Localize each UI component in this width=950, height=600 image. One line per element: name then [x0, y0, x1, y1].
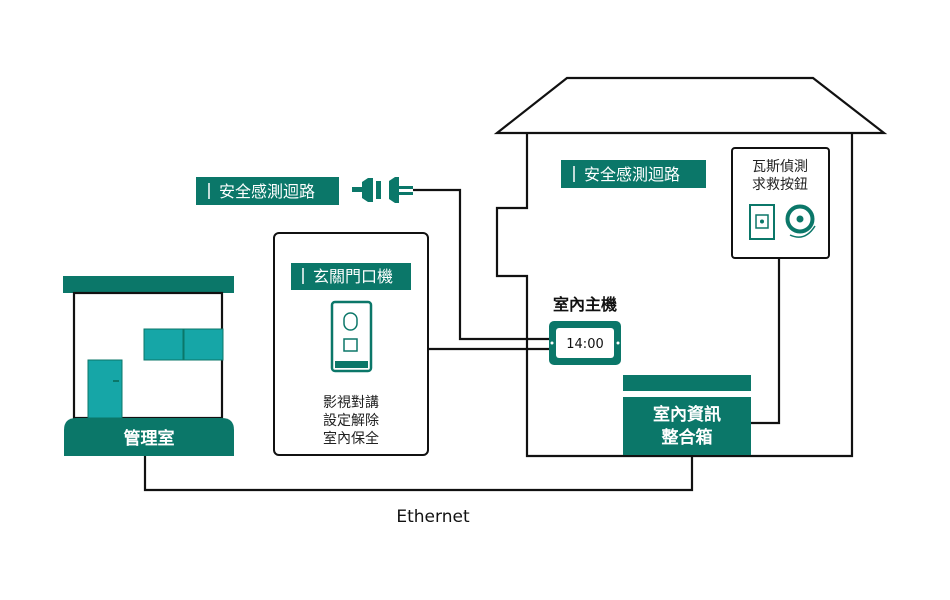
- ethernet-label: Ethernet: [396, 507, 470, 527]
- safety-circuit-left-label: 安全感測迴路: [219, 182, 315, 201]
- door-station-icon: [330, 300, 373, 373]
- indoor-host-dot-left: [550, 341, 554, 345]
- info-box-cap: [623, 375, 751, 391]
- house-wall: [495, 133, 854, 458]
- gas-alarm-line-2: 求救按鈕: [752, 177, 808, 193]
- management-base: [64, 418, 234, 456]
- door-unit-function-1: 影視對講: [323, 395, 379, 411]
- house-roof: [493, 76, 888, 135]
- management-window-right: [183, 328, 224, 361]
- management-building: 管理室: [63, 276, 234, 456]
- info-box-line-2: 整合箱: [662, 427, 713, 448]
- indoor-host-time: 14:00: [566, 337, 603, 352]
- info-box-line-1: 室內資訊: [653, 404, 721, 425]
- indoor-host: 室內主機 14:00: [549, 295, 621, 365]
- door-unit-title: 玄關門口機: [313, 267, 393, 286]
- gas-detector-icon: [785, 204, 816, 238]
- ethernet-wire: [143, 455, 694, 492]
- safety-circuit-house-tag: 安全感測迴路: [561, 160, 706, 188]
- indoor-host-screen: [556, 328, 614, 358]
- management-room-label: 管理室: [124, 428, 175, 449]
- safety-circuit-left-tag: 安全感測迴路: [196, 177, 339, 205]
- sensor-wire: [413, 188, 551, 341]
- panic-button-icon: [749, 204, 775, 240]
- safety-circuit-house-bg: [561, 160, 706, 188]
- alarm-wire: [749, 258, 781, 425]
- safety-circuit-left-bg: [196, 177, 339, 205]
- door-unit-function-3: 室內保全: [323, 430, 379, 447]
- management-door: [87, 359, 123, 419]
- management-window-left: [143, 328, 184, 361]
- gas-alarm-panel: 瓦斯偵測 求救按鈕: [731, 147, 830, 259]
- gas-alarm-line-1: 瓦斯偵測: [752, 159, 808, 175]
- indoor-host-title: 室內主機: [553, 295, 617, 314]
- info-box-body: [623, 397, 751, 455]
- door-unit-panel: 玄關門口機 影視對講 設定解除 室內保全: [273, 232, 429, 456]
- info-box: 室內資訊 整合箱: [623, 375, 751, 455]
- safety-circuit-house-label: 安全感測迴路: [584, 165, 680, 184]
- house: [493, 76, 888, 458]
- plug-connector-icon: [352, 177, 413, 203]
- management-roof: [63, 276, 234, 293]
- indoor-host-dot-right: [616, 341, 620, 345]
- door-unit-function-2: 設定解除: [323, 413, 379, 429]
- door-unit-title-bg: [291, 263, 411, 290]
